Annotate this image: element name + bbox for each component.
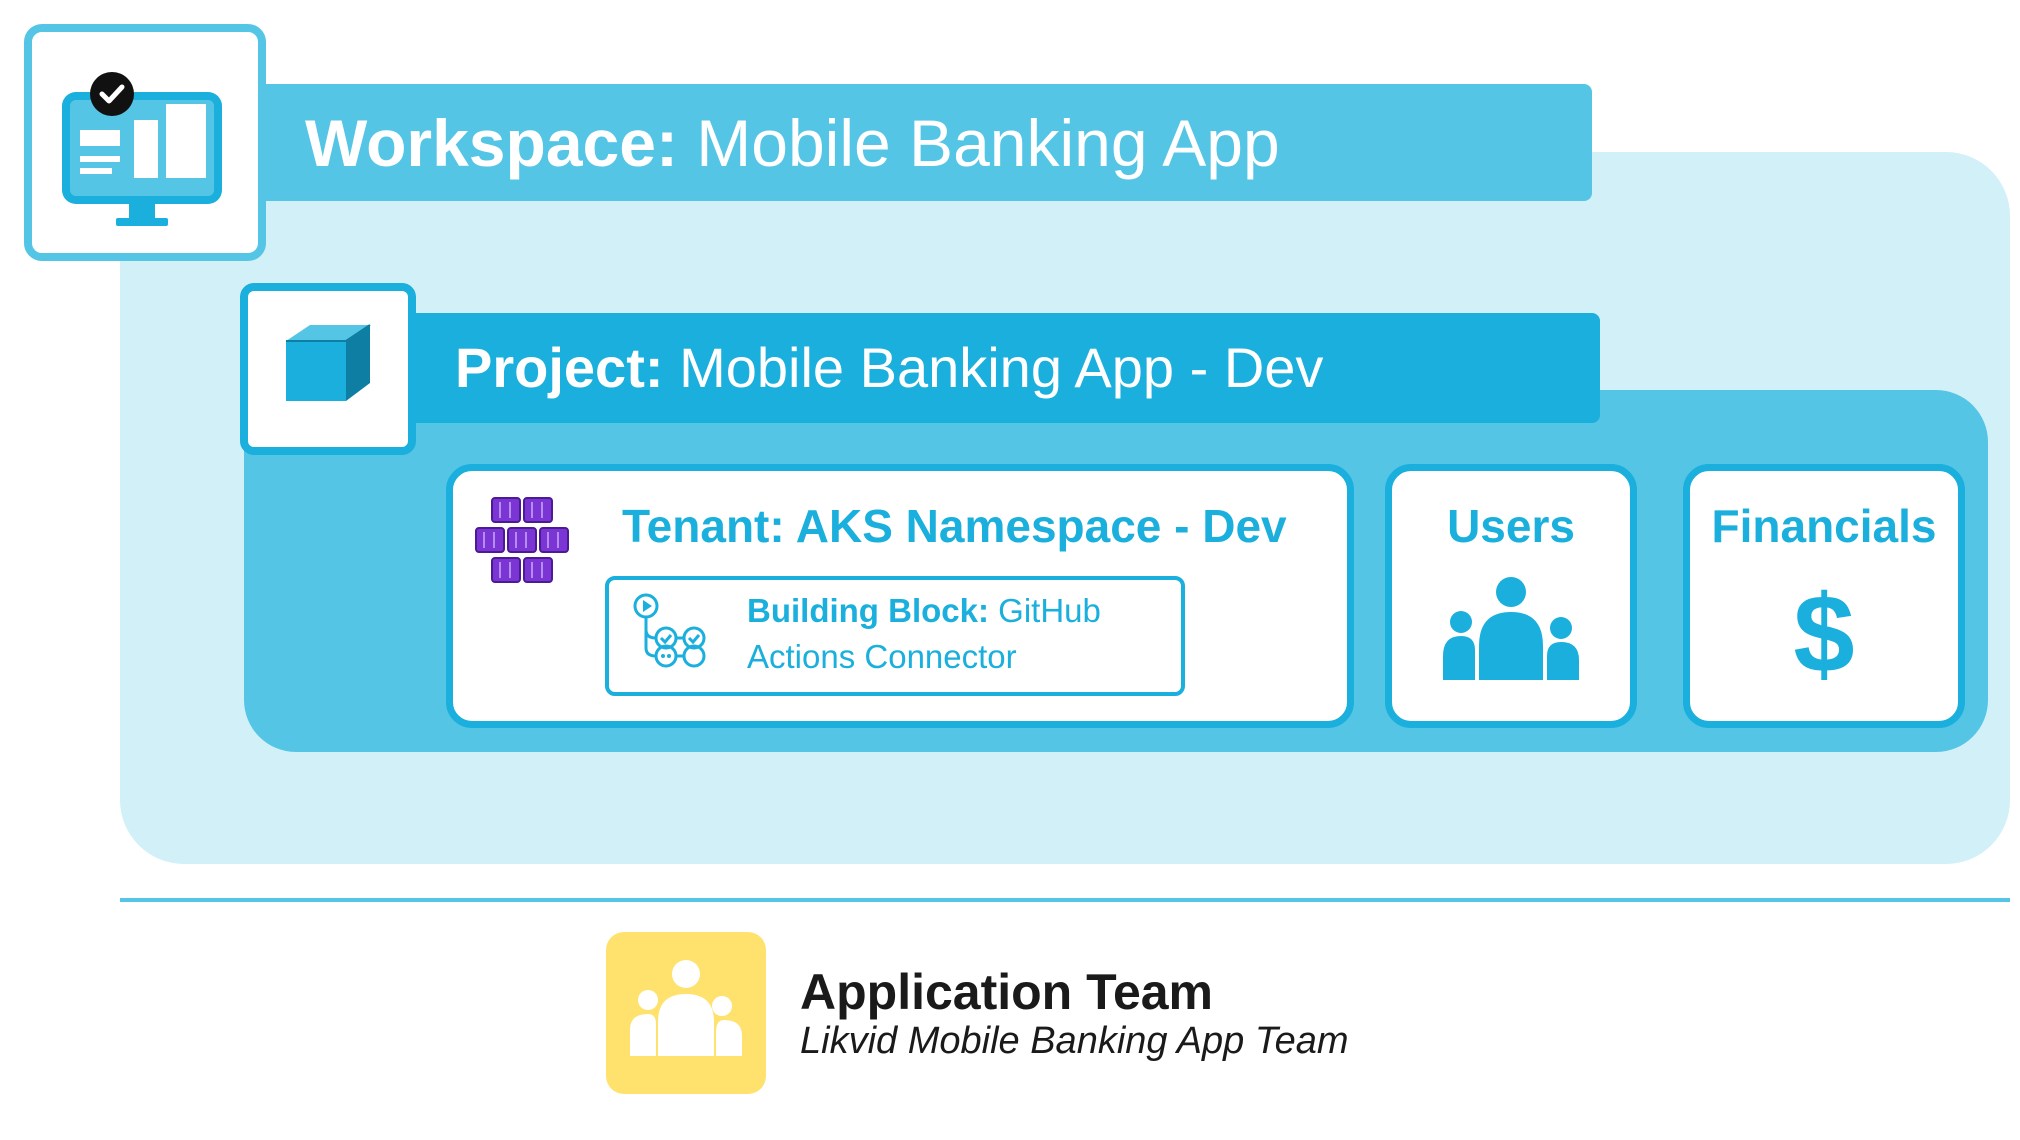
financials-title: Financials [1711, 500, 1937, 552]
section-divider [120, 898, 2010, 902]
building-block-text: Building Block: GitHub Actions Connector [747, 588, 1167, 680]
workspace-banner [240, 84, 1592, 201]
aks-containers-icon [475, 497, 569, 583]
cube-icon [286, 324, 371, 401]
tenant-title: Tenant: AKS Namespace - Dev [622, 500, 1287, 552]
building-block-name: GitHub Actions Connector [747, 592, 1101, 675]
team-icon-box [606, 932, 766, 1094]
project-name: Mobile Banking App - Dev [679, 336, 1324, 399]
workspace-title: Workspace: Mobile Banking App [305, 95, 1280, 191]
team-name: Application Team [800, 964, 1214, 1020]
workspace-name: Mobile Banking App [696, 106, 1280, 180]
github-actions-workflow-icon [633, 593, 706, 668]
project-title: Project: Mobile Banking App - Dev [455, 322, 1323, 414]
project-label: Project: [455, 336, 664, 399]
project-icon-box [240, 283, 416, 455]
building-block-label: Building Block: [747, 592, 989, 629]
workspace-label: Workspace: [305, 106, 678, 180]
team-description: Likvid Mobile Banking App Team [800, 1020, 1349, 1062]
users-title: Users [1447, 500, 1575, 552]
financials-card [1683, 464, 1965, 728]
monitor-dashboard-icon [62, 72, 222, 226]
dollar-icon: $ [1793, 573, 1855, 696]
building-block-card [605, 576, 1185, 696]
project-banner [300, 313, 1600, 423]
people-group-icon [630, 960, 742, 1056]
workspace-icon-box [24, 24, 266, 261]
people-group-icon [1443, 577, 1579, 680]
